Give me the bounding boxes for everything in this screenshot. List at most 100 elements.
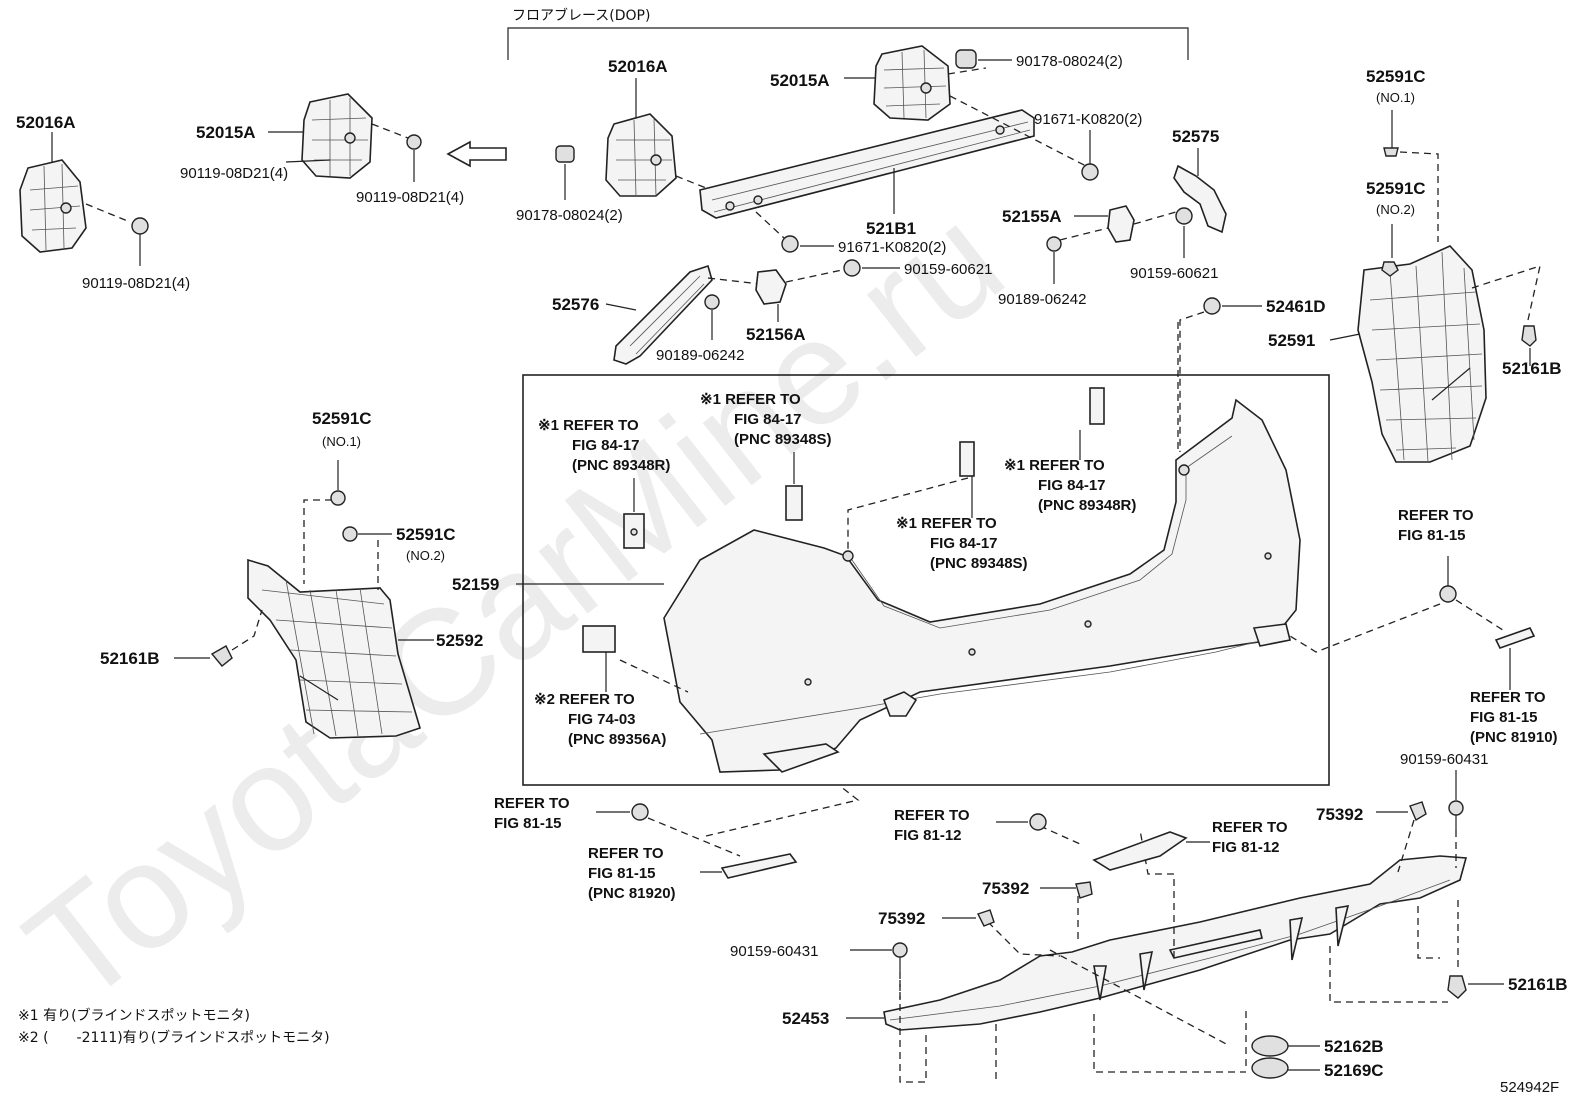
part-90119-a: 90119-08D21(4) [180, 165, 288, 182]
ref6-line2: FIG 81-15 [1398, 527, 1466, 544]
ref-81-15-left-parts [596, 785, 860, 879]
note-1: ※1 有り(ブラインドスポットモニタ) [18, 1007, 250, 1024]
ref-81-15-right-parts [1289, 556, 1536, 690]
rail-521B1-drawing [699, 109, 1035, 219]
brace-52016A-left-drawing [19, 132, 149, 266]
sensor-bracket-s-mid [847, 441, 975, 550]
ref11-line2: FIG 81-12 [1212, 839, 1280, 856]
part-75392-b: 75392 [982, 879, 1029, 898]
clip-52461D [1179, 297, 1262, 452]
liner-52591-drawing [1329, 245, 1487, 463]
part-52156A: 52156A [746, 325, 806, 344]
ref2-line2: FIG 84-17 [734, 411, 802, 428]
sensor-bracket-s-top [785, 452, 803, 521]
pin-52161B-left [174, 609, 263, 667]
screw-90159-60621-left [843, 259, 900, 277]
ref5-line1: ※2 REFER TO [534, 691, 635, 708]
part-90159-60431-b: 90159-60431 [1400, 751, 1488, 768]
ref7-line1: REFER TO [1470, 689, 1546, 706]
part-52461D: 52461D [1266, 297, 1326, 316]
clip-75392-c [942, 909, 995, 927]
part-75392-c: 75392 [878, 909, 925, 928]
clip-90189-right [1046, 236, 1062, 284]
nut-90178-top [955, 49, 1012, 69]
part-52591: 52591 [1268, 331, 1315, 350]
part-90119-c: 90119-08D21(4) [82, 275, 190, 292]
ref2-line1: ※1 REFER TO [700, 391, 801, 408]
sensor-bracket-r [623, 478, 645, 549]
part-52016A-mid: 52016A [608, 57, 668, 76]
part-52576: 52576 [552, 295, 599, 314]
ref9-line1: REFER TO [588, 845, 664, 862]
ref2-line3: (PNC 89348S) [734, 431, 832, 448]
part-52591C-l1: 52591C [312, 409, 372, 428]
note-2: ※2 ( -2111)有り(ブラインドスポットモニタ) [18, 1029, 330, 1046]
part-52015A-left: 52015A [196, 123, 256, 142]
liner-52592-drawing [247, 558, 434, 739]
ref10-line2: FIG 81-12 [894, 827, 962, 844]
ref5-line2: FIG 74-03 [568, 711, 636, 728]
clip-90189-left [704, 294, 720, 340]
brace-52015A-top-drawing [844, 45, 1087, 167]
clip-52591C-l2 [342, 526, 392, 590]
ref1-line2: FIG 84-17 [572, 437, 640, 454]
clip-52591C-l1 [303, 460, 346, 584]
part-52591C-l2-sub: (NO.2) [406, 548, 445, 563]
part-52591C-r2-sub: (NO.2) [1376, 202, 1415, 217]
bolt-icon [406, 134, 422, 150]
part-52016A-left: 52016A [16, 113, 76, 132]
bracket-52575-drawing [1173, 148, 1227, 234]
bolt-icon [131, 217, 149, 235]
part-52162B: 52162B [1324, 1037, 1384, 1056]
part-52591C-r1: 52591C [1366, 67, 1426, 86]
sensor-bracket-r-right [1079, 387, 1105, 460]
ref6-line1: REFER TO [1398, 507, 1474, 524]
bumper-cover-box [522, 374, 1330, 786]
ref7-line2: FIG 81-15 [1470, 709, 1538, 726]
part-52592: 52592 [436, 631, 483, 650]
part-90159-60431-a: 90159-60431 [730, 943, 818, 960]
floor-brace-label: フロアブレース(DOP) [512, 7, 650, 24]
ref5-line3: (PNC 89356A) [568, 731, 666, 748]
bracket-52576-drawing [605, 264, 761, 365]
ref4-line1: ※1 REFER TO [896, 515, 997, 532]
ref8-line2: FIG 81-15 [494, 815, 562, 832]
ref8-line1: REFER TO [494, 795, 570, 812]
part-90189-a: 90189-06242 [656, 347, 744, 364]
bolt-91671-mid [755, 211, 834, 253]
brace-52016A-mid-drawing [605, 78, 717, 197]
retainer-52156A-drawing [755, 269, 843, 322]
ref9-line3: (PNC 81920) [588, 885, 676, 902]
part-52575: 52575 [1172, 127, 1219, 146]
part-90178-top: 90178-08024(2) [1016, 53, 1123, 70]
clip-75392-a [1376, 801, 1427, 873]
part-52015A-top: 52015A [770, 71, 830, 90]
part-52161B-bottom: 52161B [1508, 975, 1568, 994]
ref9-line2: FIG 81-15 [588, 865, 656, 882]
brace-52015A-left-drawing [268, 93, 422, 182]
part-52169C: 52169C [1324, 1061, 1384, 1080]
clip-52591C-r1 [1383, 110, 1439, 242]
label-89356A [582, 625, 689, 693]
ref1-line3: (PNC 89348R) [572, 457, 670, 474]
part-52591C-r1-sub: (NO.1) [1376, 90, 1415, 105]
bolt-91671-top [1081, 130, 1099, 181]
ref3-line3: (PNC 89348R) [1038, 497, 1136, 514]
part-90119-b: 90119-08D21(4) [356, 189, 464, 206]
bumper-cover-52159-drawing [516, 322, 1301, 773]
screw-90159-60431-right [1448, 770, 1464, 868]
part-52161B-left: 52161B [100, 649, 160, 668]
part-521B1: 521B1 [866, 219, 916, 238]
ref3-line2: FIG 84-17 [1038, 477, 1106, 494]
part-90159-60621-b: 90159-60621 [1130, 265, 1218, 282]
part-52161B-right: 52161B [1502, 359, 1562, 378]
part-52159: 52159 [452, 575, 499, 594]
screw-90159-60621-right [1175, 207, 1193, 258]
part-52591C-r2: 52591C [1366, 179, 1426, 198]
retainer-52155A-drawing [1059, 205, 1177, 243]
part-52155A: 52155A [1002, 207, 1062, 226]
floor-brace-bracket: フロアブレース(DOP) [507, 7, 1189, 60]
pin-52161B-bottom [1447, 900, 1504, 999]
ref4-line2: FIG 84-17 [930, 535, 998, 552]
